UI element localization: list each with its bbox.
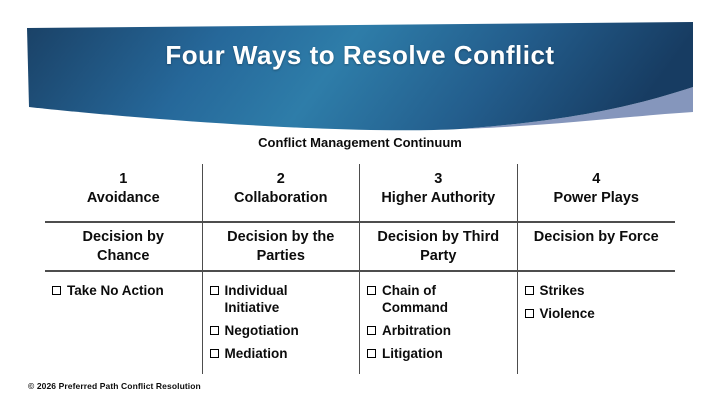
bullet-label: Arbitration (382, 323, 451, 338)
column-number: 3 (434, 171, 443, 187)
column-name: Avoidance (86, 190, 160, 206)
checkbox-icon (367, 286, 376, 295)
copyright-footer: © 2026 Preferred Path Conflict Resolutio… (28, 381, 201, 391)
bullet-item: Litigation (367, 345, 515, 362)
bullet-item: Arbitration (367, 322, 515, 339)
checkbox-icon (209, 349, 219, 358)
bullet-item: Violence (524, 305, 674, 322)
bullet-label: Litigation (382, 346, 443, 361)
checkbox-icon (209, 286, 219, 295)
checkbox-icon (52, 286, 61, 295)
checkbox-icon (209, 326, 219, 335)
column-number: 1 (119, 171, 128, 187)
bullet-item: Take No Action (52, 282, 200, 299)
bullet-item: Mediation (209, 345, 358, 362)
checkbox-icon (524, 286, 534, 295)
checkbox-icon (524, 309, 534, 318)
header-banner (27, 22, 693, 131)
continuum-subtitle: Conflict Management Continuum (258, 135, 462, 150)
checkbox-icon (367, 349, 376, 358)
slide-title: Four Ways to Resolve Conflict (165, 40, 555, 70)
banner-shape (27, 22, 693, 131)
bullet-label: Strikes (539, 283, 585, 298)
column-number: 4 (592, 171, 601, 187)
bullet-label: Take No Action (67, 283, 164, 298)
bullet-item: Negotiation (209, 322, 358, 339)
checkbox-icon (367, 326, 376, 335)
bullet-label: Negotiation (224, 323, 299, 338)
column-name: Higher Authority (381, 190, 496, 206)
banner-swoosh-shape (460, 87, 693, 129)
column-name: Collaboration (234, 190, 328, 206)
column-name: Power Plays (553, 190, 639, 206)
bullet-label: Violence (539, 306, 595, 321)
decision-cell: Decision by Force (517, 223, 675, 272)
column-number: 2 (276, 171, 285, 187)
bullet-item: Strikes (524, 282, 674, 299)
bullet-label: Mediation (224, 346, 288, 361)
items-cell: Take No Action (45, 272, 203, 374)
